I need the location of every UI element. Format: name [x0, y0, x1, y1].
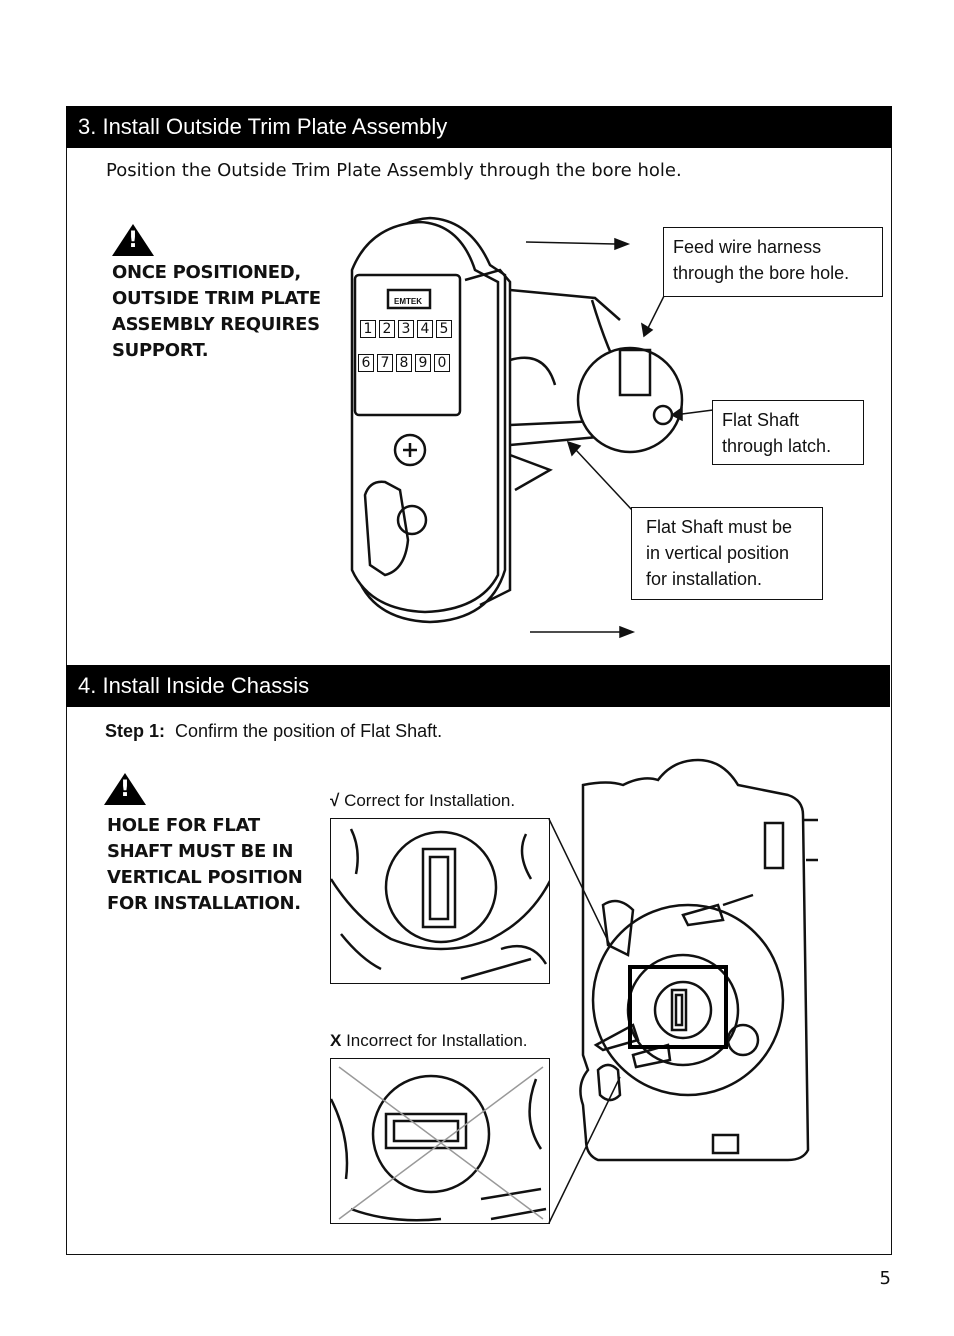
callout-vertical-position: Flat Shaft must be in vertical position …: [631, 507, 823, 600]
key-7: 7: [377, 354, 393, 372]
section-3-title: 3. Install Outside Trim Plate Assembly: [78, 114, 448, 139]
key-0: 0: [434, 354, 450, 372]
incorrect-label: X Incorrect for Installation.: [330, 1031, 528, 1050]
section-3-header: 3. Install Outside Trim Plate Assembly: [66, 106, 892, 148]
section-4-warning: HOLE FOR FLAT SHAFT MUST BE IN VERTICAL …: [107, 815, 303, 914]
key-1: 1: [360, 320, 376, 338]
key-6: 6: [358, 354, 374, 372]
section-4-header: 4. Install Inside Chassis: [66, 665, 890, 707]
correct-inset: [330, 818, 550, 984]
section-4-title: 4. Install Inside Chassis: [78, 673, 310, 698]
incorrect-inset: [330, 1058, 550, 1224]
callout-wire-harness: Feed wire harness through the bore hole.: [663, 227, 883, 297]
brand-label: EMTEK: [394, 297, 422, 306]
vertical-shaft-icon: [331, 828, 549, 981]
page-number: 5: [879, 1268, 891, 1289]
warning-icon-2: !: [104, 773, 146, 805]
key-2: 2: [379, 320, 395, 338]
step-label: Step 1:: [105, 721, 166, 741]
step-1-line: Step 1: Confirm the position of Flat Sha…: [105, 718, 442, 744]
step-text: Confirm the position of Flat Shaft.: [175, 721, 443, 741]
outside-trim-illustration: EMTEK: [350, 216, 714, 639]
key-9: 9: [415, 354, 431, 372]
keypad-row-2: 6 7 8 9 0: [358, 354, 450, 372]
key-5: 5: [436, 320, 452, 338]
horizontal-shaft-icon: [331, 1066, 547, 1222]
section-3-intro: Position the Outside Trim Plate Assembly…: [106, 160, 682, 181]
keypad-row-1: 1 2 3 4 5: [360, 320, 452, 338]
key-4: 4: [417, 320, 433, 338]
section-3-warning: ONCE POSITIONED, OUTSIDE TRIM PLATE ASSE…: [112, 262, 321, 361]
inside-chassis-illustration: [548, 758, 818, 1224]
correct-label: √ Correct for Installation.: [330, 791, 516, 810]
x-mark-icon: X: [330, 1031, 342, 1050]
check-mark-icon: √: [330, 791, 340, 810]
callout-flat-shaft: Flat Shaft through latch.: [712, 400, 864, 465]
key-8: 8: [396, 354, 412, 372]
warning-icon: !: [112, 224, 154, 256]
key-3: 3: [398, 320, 414, 338]
